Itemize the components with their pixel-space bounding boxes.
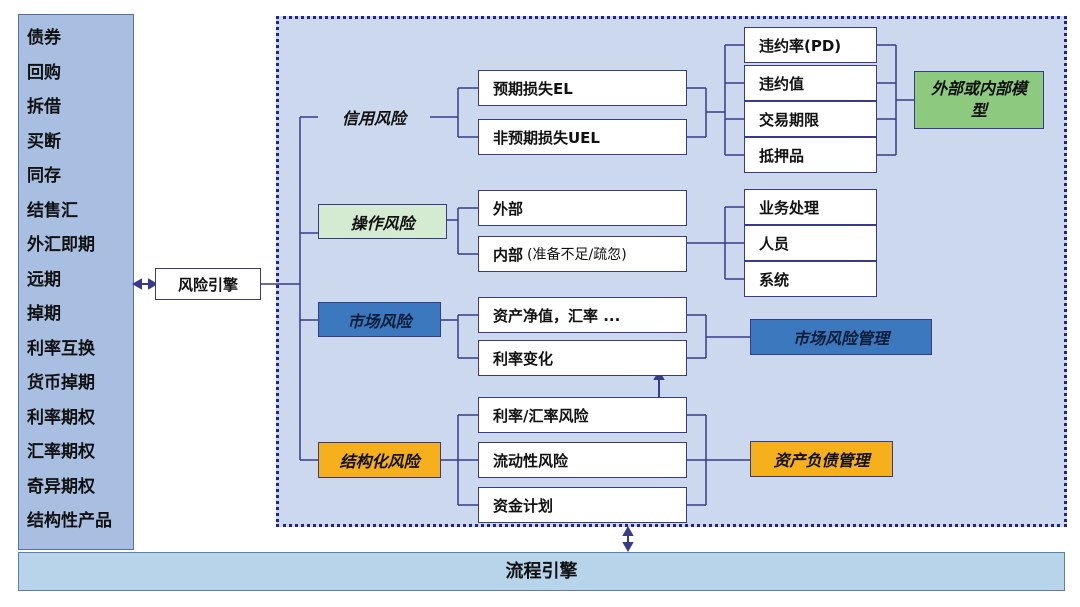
operational-factor-systems: 系统 bbox=[744, 261, 877, 297]
market-item-nav-fx: 资产净值，汇率 ... bbox=[478, 297, 687, 333]
product-item: 远期 bbox=[27, 269, 61, 290]
credit-factor-pd: 违约率(PD) bbox=[744, 27, 877, 63]
alm-management-box: 资产负债管理 bbox=[750, 441, 893, 477]
product-item: 汇率期权 bbox=[27, 442, 95, 462]
operational-external-box: 外部 bbox=[478, 190, 687, 226]
structural-item-rate-fx: 利率/汇率风险 bbox=[478, 397, 687, 433]
risk-engine-box: 风险引擎 bbox=[155, 268, 261, 300]
operational-risk-box: 操作风险 bbox=[318, 204, 447, 239]
credit-model-box: 外部或内部模型 bbox=[914, 71, 1044, 129]
process-engine-bar: 流程引擎 bbox=[18, 552, 1065, 591]
structural-item-funding-plan: 资金计划 bbox=[478, 487, 687, 523]
credit-factor-term: 交易期限 bbox=[744, 101, 877, 137]
product-item: 同存 bbox=[27, 166, 61, 186]
structural-item-liquidity: 流动性风险 bbox=[478, 442, 687, 478]
credit-risk-label: 信用风险 bbox=[318, 99, 430, 135]
market-risk-box: 市场风险 bbox=[318, 302, 441, 337]
credit-factor-exposure: 违约值 bbox=[744, 65, 877, 101]
operational-factor-processing: 业务处理 bbox=[744, 189, 877, 225]
product-item: 结售汇 bbox=[27, 200, 78, 221]
operational-internal-note: (准备不足/疏忽) bbox=[527, 247, 627, 263]
product-item: 外汇即期 bbox=[27, 235, 95, 255]
structural-risk-box: 结构化风险 bbox=[318, 442, 441, 478]
product-item: 货币掉期 bbox=[27, 373, 95, 393]
product-item: 结构性产品 bbox=[27, 511, 112, 531]
product-item: 债券 bbox=[27, 28, 61, 48]
operational-internal-box: 内部 (准备不足/疏忽) bbox=[478, 236, 687, 272]
product-list-panel: 债券回购拆借买断同存结售汇外汇即期远期掉期利率互换货币掉期利率期权汇率期权奇异期… bbox=[18, 14, 134, 550]
market-item-rate-change: 利率变化 bbox=[478, 340, 687, 376]
unexpected-loss-box: 非预期损失UEL bbox=[478, 119, 687, 155]
credit-factor-collateral: 抵押品 bbox=[744, 137, 877, 173]
product-list: 债券回购拆借买断同存结售汇外汇即期远期掉期利率互换货币掉期利率期权汇率期权奇异期… bbox=[27, 21, 112, 539]
product-item: 利率期权 bbox=[27, 407, 95, 428]
operational-factor-people: 人员 bbox=[744, 225, 877, 261]
product-item: 奇异期权 bbox=[27, 476, 95, 497]
operational-internal-label: 内部 bbox=[493, 245, 524, 264]
product-item: 掉期 bbox=[27, 304, 61, 324]
expected-loss-box: 预期损失EL bbox=[478, 70, 687, 106]
product-item: 拆借 bbox=[27, 97, 61, 117]
product-item: 利率互换 bbox=[27, 338, 95, 359]
product-item: 回购 bbox=[27, 62, 61, 83]
product-item: 买断 bbox=[27, 131, 61, 152]
market-risk-management-box: 市场风险管理 bbox=[750, 319, 932, 355]
